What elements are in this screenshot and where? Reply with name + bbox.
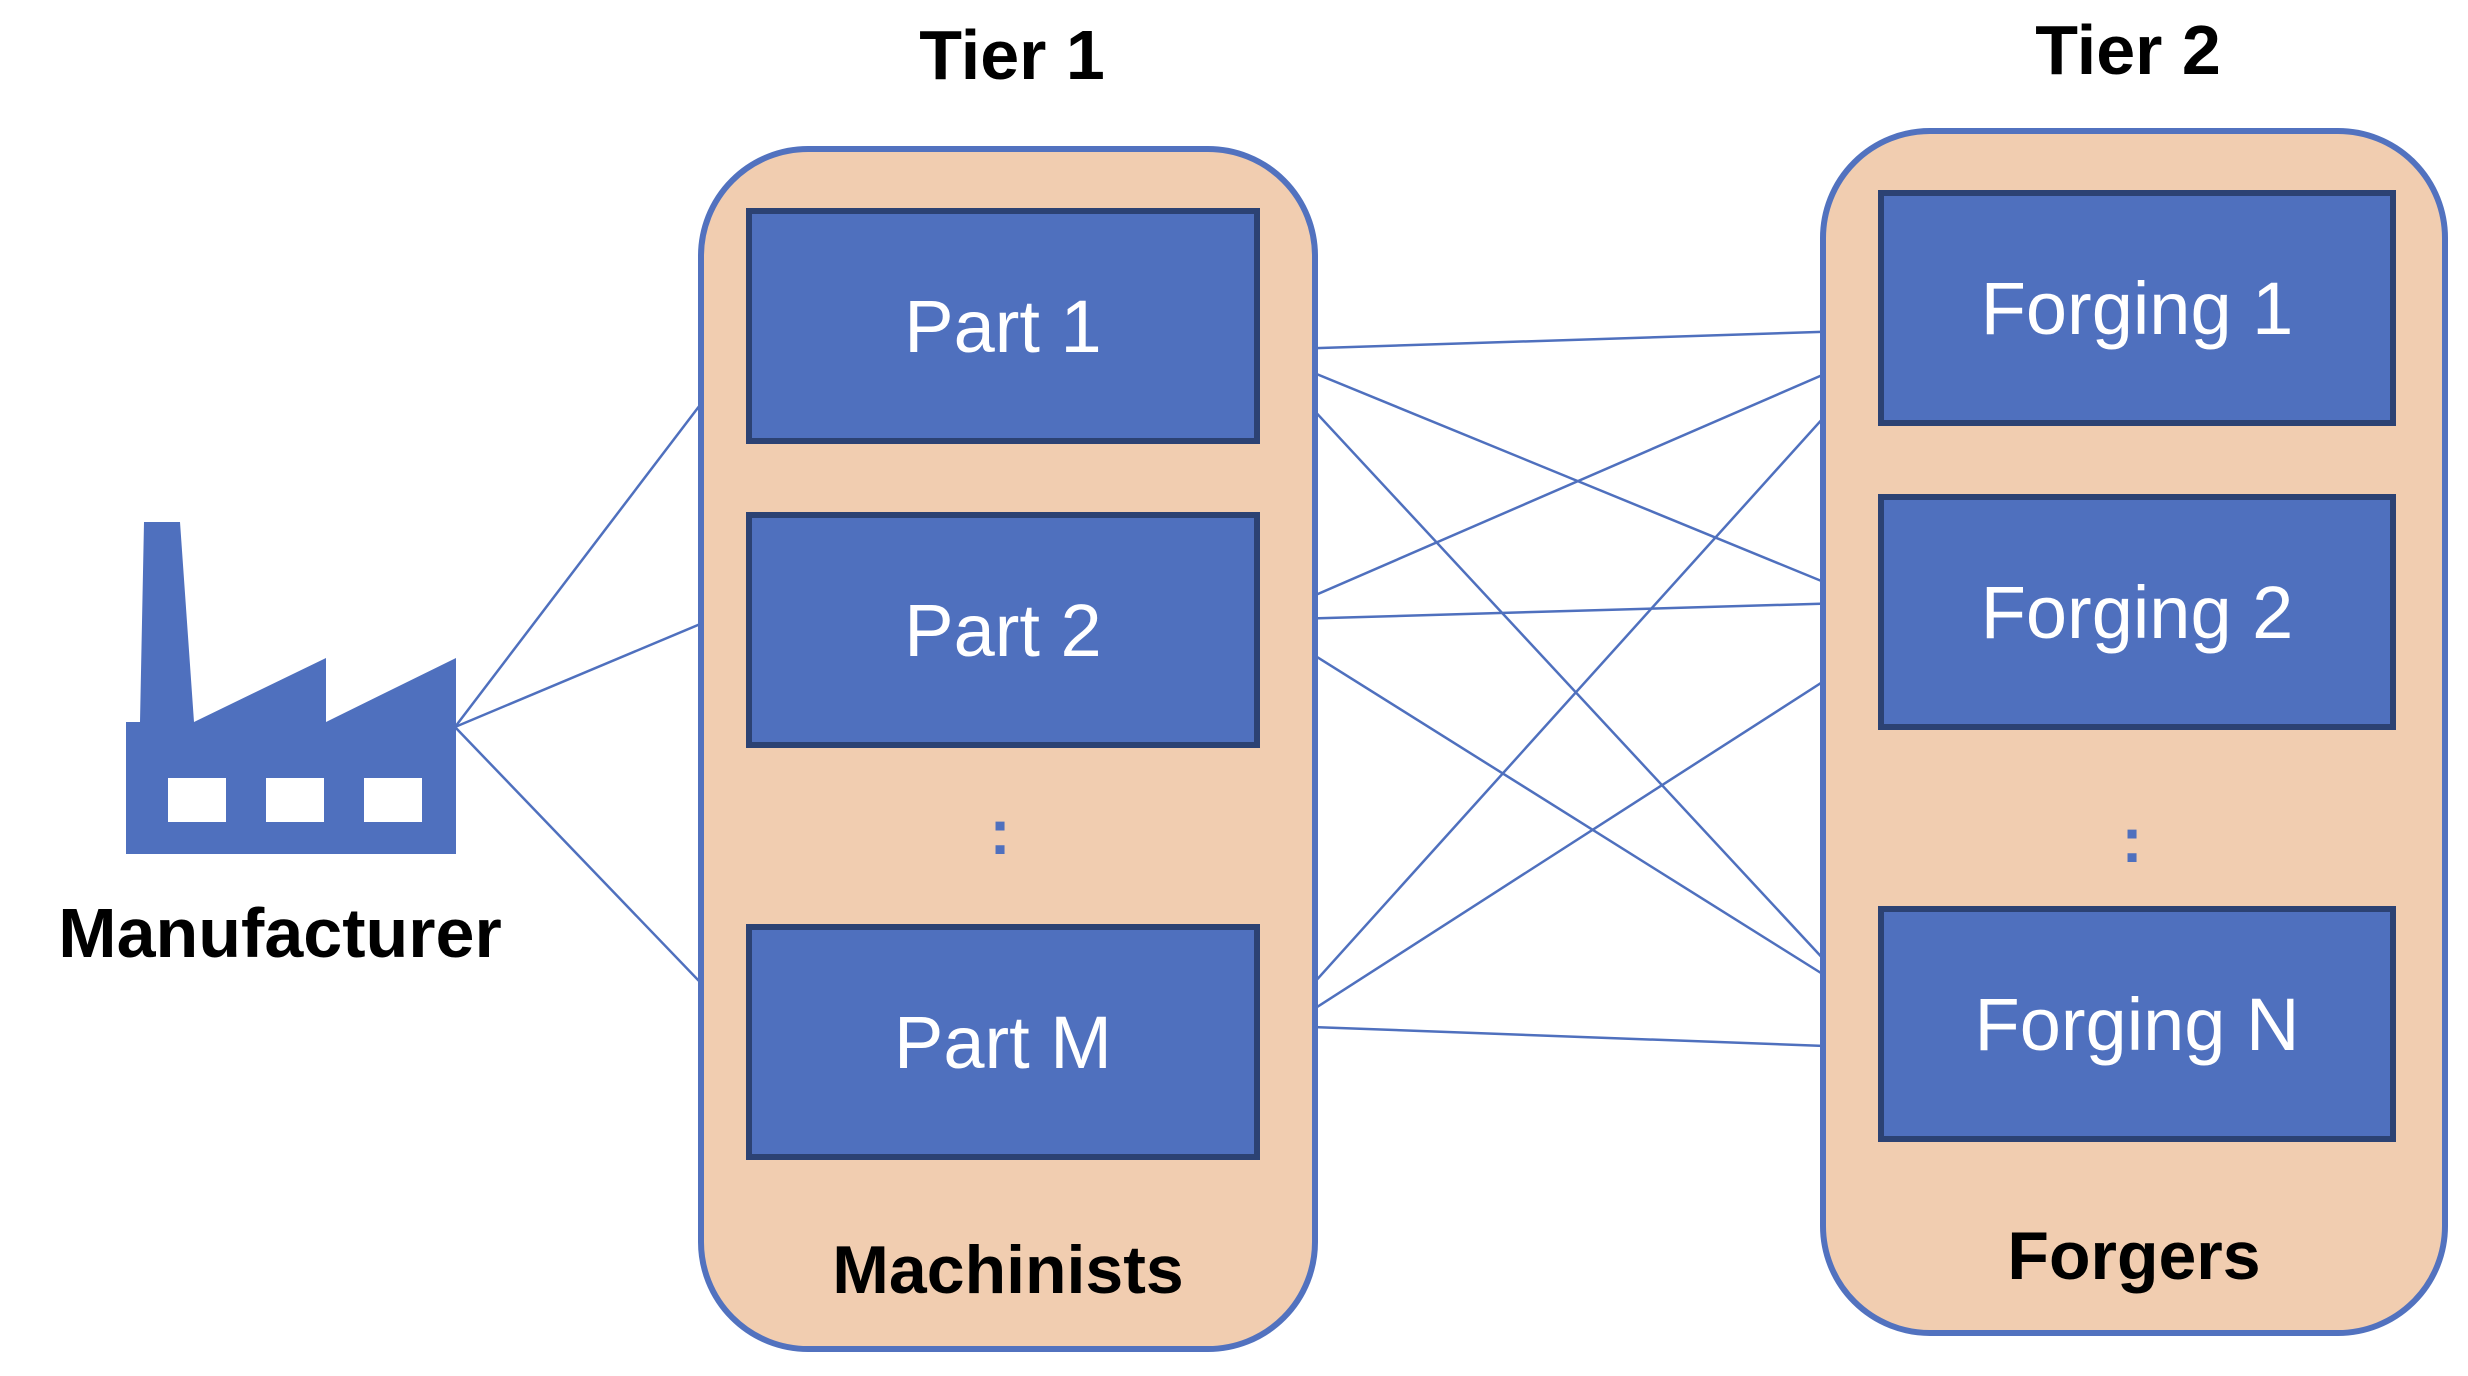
- link-part-1-forging-1: [1257, 328, 1881, 352]
- part-1-label: Part 1: [904, 284, 1102, 368]
- link-part-2-forging-n: [1257, 618, 1881, 1012]
- link-part-m-forging-1: [1257, 354, 1881, 1046]
- part-2-label: Part 2: [904, 588, 1102, 672]
- forging-2-label: Forging 2: [1980, 570, 2294, 654]
- tier-2-title: Tier 2: [2035, 11, 2221, 89]
- forgers-label: Forgers: [2007, 1218, 2261, 1294]
- forging-n-node[interactable]: Forging N: [1878, 906, 2396, 1142]
- forging-n-label: Forging N: [1974, 982, 2300, 1066]
- tier-1-ellipsis: :: [989, 796, 1011, 868]
- part-2-node[interactable]: Part 2: [746, 512, 1260, 748]
- link-part-1-forging-2: [1257, 348, 1881, 607]
- link-part-m-forging-2: [1257, 643, 1881, 1047]
- tier-2-ellipsis: :: [2121, 804, 2143, 876]
- tier-1-title: Tier 1: [919, 16, 1105, 94]
- part-1-node[interactable]: Part 1: [746, 208, 1260, 444]
- forging-2-node[interactable]: Forging 2: [1878, 494, 2396, 730]
- factory-icon: [126, 522, 456, 854]
- link-part-1-forging-n: [1257, 349, 1881, 1021]
- machinists-label: Machinists: [832, 1232, 1184, 1308]
- link-part-2-forging-1: [1257, 348, 1881, 622]
- link-part-m-forging-n: [1257, 1023, 1881, 1050]
- manufacturer-label: Manufacturer: [58, 894, 502, 972]
- forging-1-label: Forging 1: [1980, 266, 2294, 350]
- link-part-2-forging-2: [1257, 600, 1881, 622]
- part-m-label: Part M: [894, 1000, 1112, 1084]
- part-m-node[interactable]: Part M: [746, 924, 1260, 1160]
- forging-1-node[interactable]: Forging 1: [1878, 190, 2396, 426]
